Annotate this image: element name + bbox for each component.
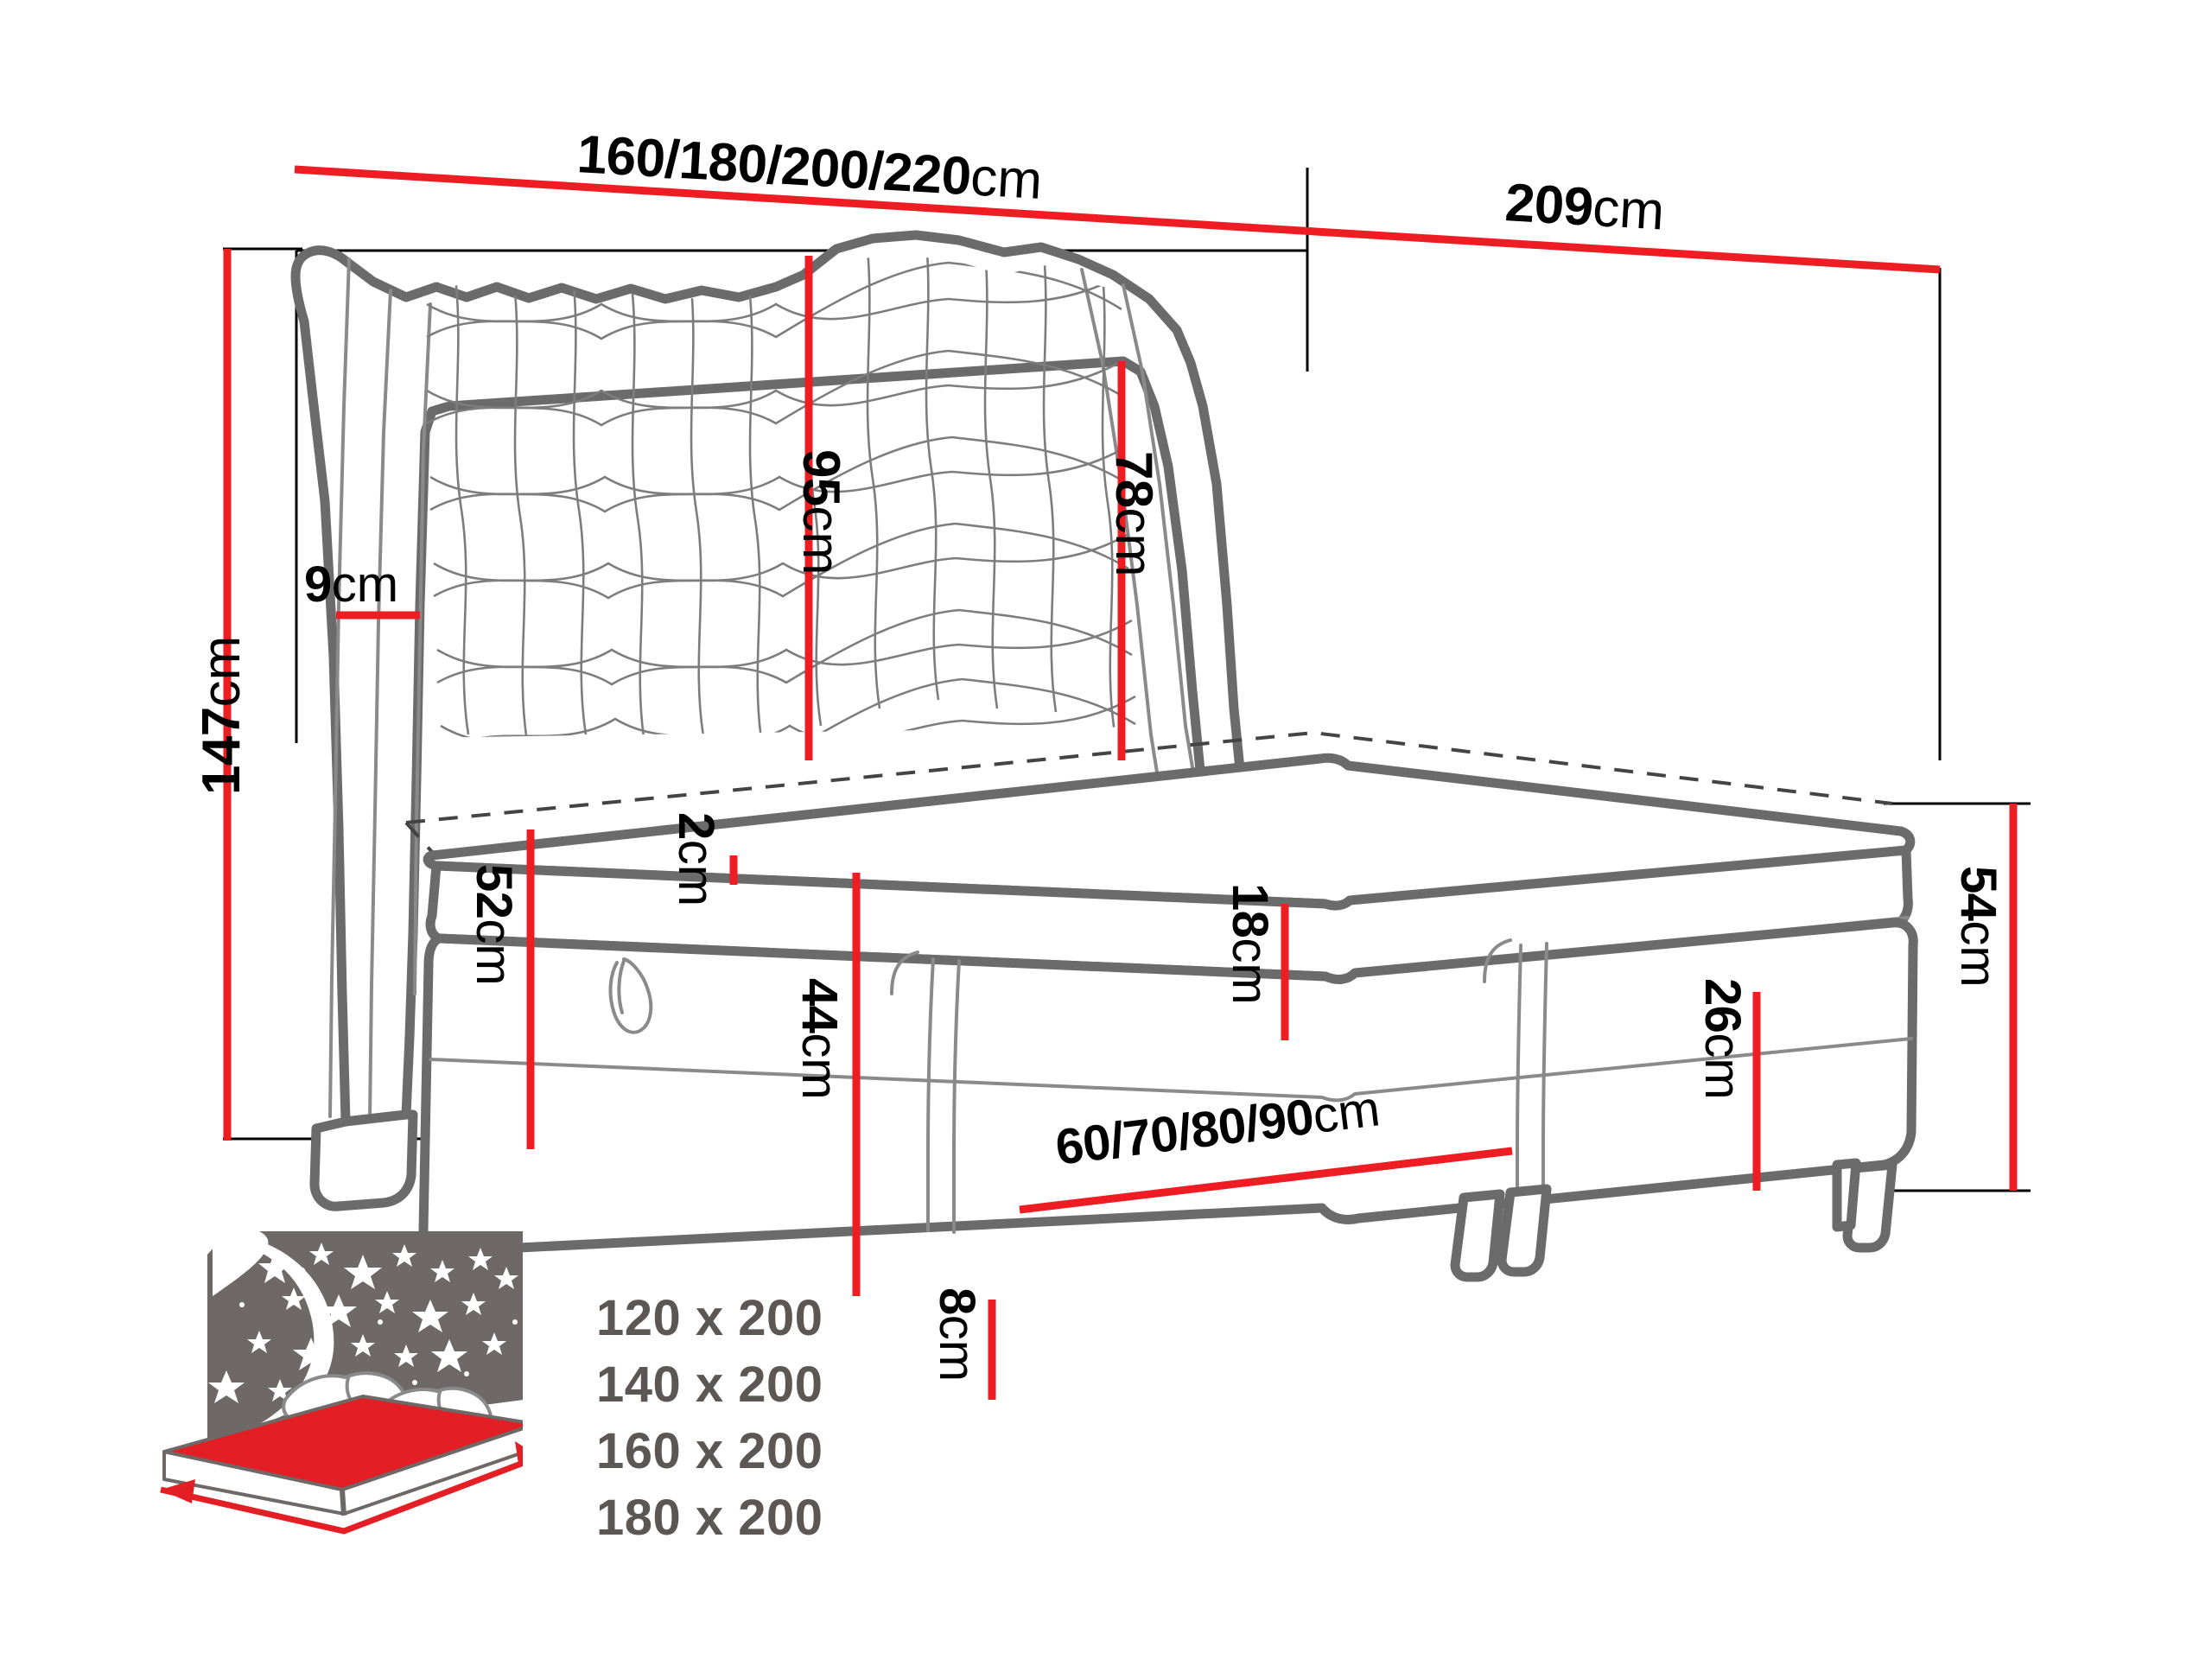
dim-headboard-base-height-unit: cm [466,918,522,986]
bed-body [309,730,1918,1348]
dim-topper-thickness: 2cm [668,812,724,907]
dim-headboard-height-front-unit: cm [792,505,850,575]
dim-mattress-height: 18cm [1222,883,1278,1005]
dim-bed-depth-value: 209 [1503,173,1595,238]
dim-side-height: 54cm [1950,866,2006,988]
mattress-night-icon [160,1231,523,1535]
dim-headboard-thickness: 9cm [304,560,398,610]
dim-headboard-base-height-value: 52 [466,864,522,919]
dim-bed-depth: 209cm [1503,173,1666,242]
mattress-size-list: 120 x 200 140 x 200 160 x 200 180 x 200 [596,1285,823,1552]
dim-topper-thickness-value: 2 [668,812,724,840]
tufting-pattern [426,244,1136,740]
headboard [290,230,1246,1127]
dim-headboard-base-height: 52cm [466,864,522,986]
dim-headboard-height-side-unit: cm [1105,507,1163,577]
dim-side-height-value: 54 [1950,866,2006,921]
dim-headboard-height-side-value: 78 [1105,451,1163,508]
dim-headboard-thickness-unit: cm [331,556,399,613]
dim-total-height-unit: cm [192,635,251,708]
mattress-size-item: 140 x 200 [596,1357,823,1414]
dim-leg-height-value: 8 [929,1287,985,1315]
dim-mattress-height-value: 18 [1222,883,1278,938]
dim-side-height-unit: cm [1950,920,2006,988]
dim-headboard-height-front-value: 95 [792,449,850,506]
mattress-size-item: 120 x 200 [596,1290,823,1346]
dim-base-height-unit: cm [1694,1033,1751,1100]
mattress-size-item: 160 x 200 [596,1423,823,1480]
dim-bed-height-total-value: 44 [791,978,848,1033]
dimension-lines-red [223,165,2018,1400]
dim-base-height: 26cm [1694,978,1751,1100]
dim-mattress-widths-unit: cm [1309,1080,1383,1145]
dim-base-height-value: 26 [1694,978,1751,1033]
dim-headboard-thickness-value: 9 [304,556,332,613]
mattress-size-item: 180 x 200 [596,1490,823,1547]
dim-leg-height: 8cm [929,1287,985,1382]
dim-bed-height-total: 44cm [791,978,848,1100]
dim-total-height: 147cm [192,635,251,795]
dim-total-height-value: 147 [192,707,251,795]
dim-bed-width-unit: cm [969,147,1044,211]
dim-leg-height-unit: cm [929,1314,985,1382]
dim-headboard-height-front: 95cm [792,449,850,575]
drawer-handle-icon [608,957,653,1034]
dim-bed-height-total-unit: cm [791,1033,848,1100]
dim-headboard-height-side: 78cm [1105,451,1163,577]
dim-topper-thickness-unit: cm [668,839,724,907]
dim-mattress-height-unit: cm [1222,938,1278,1005]
dim-bed-depth-unit: cm [1591,177,1666,242]
